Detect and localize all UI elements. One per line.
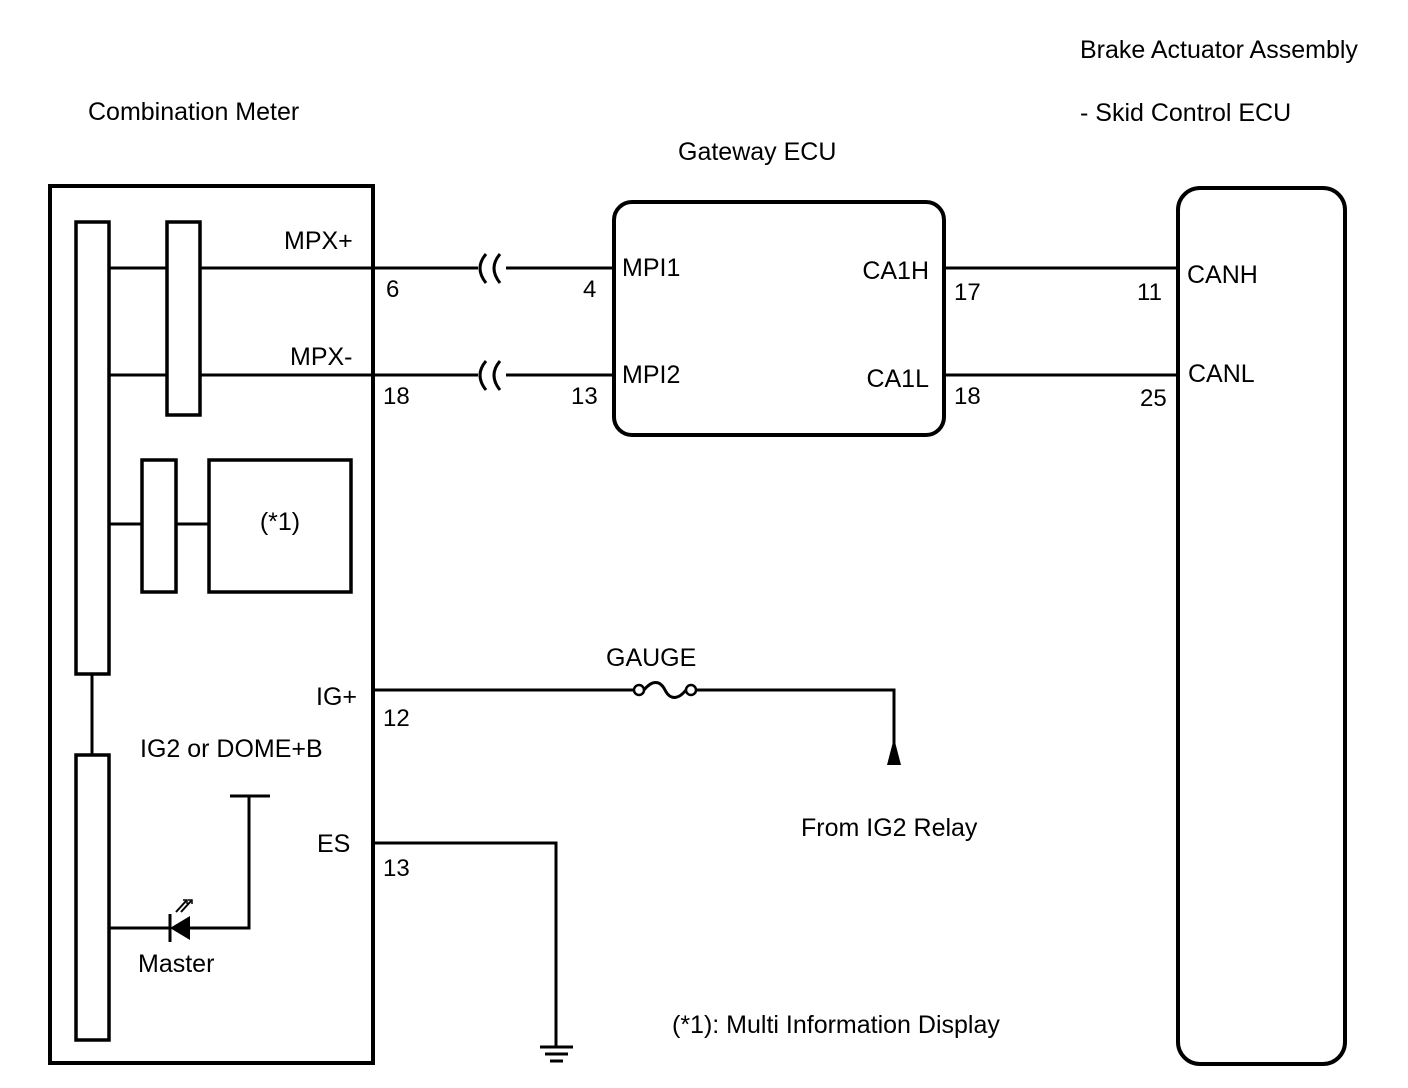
indicator-driver-block: [74, 753, 111, 1042]
canl-label: CANL: [1188, 360, 1255, 388]
relay-label: From IG2 Relay: [801, 814, 978, 842]
gateway-ecu-title: Gateway ECU: [678, 138, 836, 166]
fuse-icon: [642, 681, 688, 699]
mpx-plus-pin: 6: [386, 276, 399, 303]
mpx-plus-label: MPX+: [284, 227, 353, 255]
canl-pin: 25: [1140, 385, 1167, 412]
wire-break-icon: [478, 360, 502, 391]
es-pin: 13: [383, 855, 410, 882]
mpi2-pin: 13: [571, 383, 598, 410]
mpi1-label: MPI1: [622, 254, 680, 282]
display-ref-label: (*1): [260, 508, 300, 536]
fuse-terminal: [684, 683, 698, 697]
mpx-minus-label: MPX-: [290, 343, 353, 371]
display-driver-block: [140, 458, 178, 594]
skid-control-ecu-box: [1176, 186, 1347, 1066]
mpi1-pin: 4: [583, 276, 596, 303]
led-icon: [170, 916, 190, 940]
ig-plus-label: IG+: [316, 683, 357, 711]
led-supply-wire: [190, 796, 251, 930]
ca1l-pin: 18: [954, 383, 981, 410]
wire-break-icon: [478, 253, 502, 284]
ca1h-pin: 17: [954, 279, 981, 306]
gateway-ecu-box: [612, 200, 946, 437]
es-label: ES: [317, 830, 350, 858]
mpx-interface-block: [165, 220, 202, 417]
mpx-minus-pin: 18: [383, 383, 410, 410]
mpi2-label: MPI2: [622, 361, 680, 389]
ca1l-label: CA1L: [866, 365, 929, 393]
multi-info-display-block: [207, 458, 353, 594]
ca1h-label: CA1H: [862, 257, 929, 285]
skid-control-ecu-title: - Skid Control ECU: [1080, 99, 1291, 127]
canh-pin: 11: [1137, 279, 1162, 306]
fuse-terminal: [632, 683, 646, 697]
fuse-label: GAUGE: [606, 644, 696, 672]
light-emission-icon: [175, 900, 192, 913]
meter-cpu-block: [74, 220, 111, 676]
brake-actuator-title: Brake Actuator Assembly: [1080, 36, 1358, 64]
footnote: (*1): Multi Information Display: [672, 1011, 1000, 1039]
arrow-up-icon: [887, 738, 901, 765]
combination-meter-title: Combination Meter: [88, 98, 299, 126]
ground-wire: [373, 841, 558, 1047]
power-source-label: IG2 or DOME+B: [140, 735, 323, 763]
canh-label: CANH: [1187, 261, 1258, 289]
master-label: Master: [138, 950, 214, 978]
ig-plus-pin: 12: [383, 705, 410, 732]
relay-feed-wire: [696, 688, 896, 765]
